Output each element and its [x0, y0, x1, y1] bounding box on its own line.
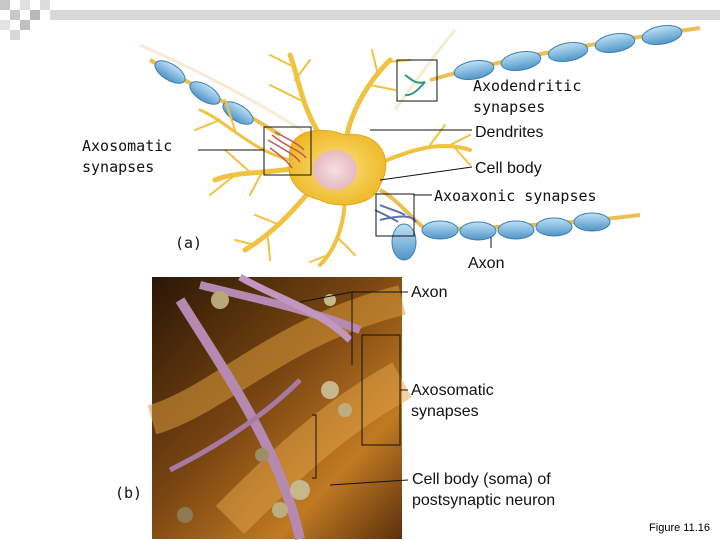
axosomatic-terminals — [267, 131, 307, 169]
axosomatic-box — [263, 126, 312, 176]
label-axosomatic-synapses-b: Axosomatic synapses — [411, 382, 494, 420]
slide-top-bar — [50, 10, 720, 20]
lower-axon — [374, 188, 641, 261]
label-axosomatic-synapses-a: Axosomatic synapses — [82, 137, 173, 176]
upper-right-axon — [404, 24, 701, 97]
panel-label-a: (a) — [175, 234, 203, 252]
axodendritic-box — [396, 59, 438, 102]
panel-label-b: (b) — [115, 484, 143, 502]
leader-lines-b — [299, 291, 409, 486]
nucleus — [313, 150, 357, 190]
label-axoaxonic-synapses: Axoaxonic synapses — [434, 187, 597, 205]
micrograph-panel — [147, 273, 412, 540]
label-dendrites: Dendrites — [475, 124, 544, 141]
label-soma: Cell body (soma) of postsynaptic neuron — [412, 471, 556, 509]
label-axodendritic-synapses: Axodendritic synapses — [473, 77, 582, 116]
leader-lines-a — [198, 129, 492, 248]
label-cell-body: Cell body — [475, 160, 542, 177]
cell-body — [288, 129, 387, 206]
synapse-boxes — [263, 59, 438, 237]
label-axon-b: Axon — [411, 284, 448, 301]
background-axons — [139, 29, 457, 152]
figure-reference: Figure 11.16 — [649, 522, 710, 534]
label-axon-a: Axon — [468, 255, 505, 272]
upper-left-axon — [148, 58, 282, 137]
slide-corner-decoration — [0, 0, 50, 40]
axoaxonic-box — [375, 193, 415, 237]
